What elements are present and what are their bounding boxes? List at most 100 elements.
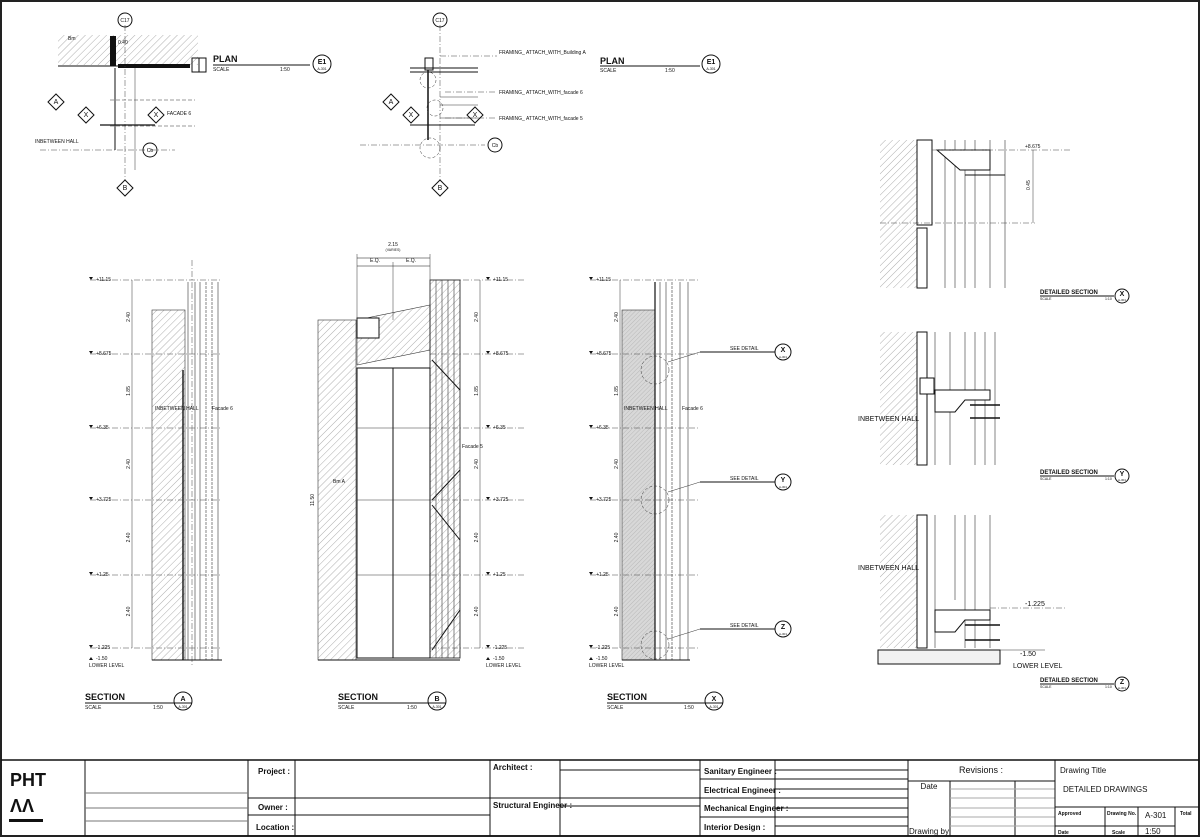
scale-label: Scale [1112, 830, 1125, 836]
room-label: INBETWEEN HALL [624, 406, 668, 412]
room-label: INBETWEEN HALL [858, 416, 919, 423]
section-marker-x: X [147, 106, 165, 124]
level-marker-icon [486, 425, 490, 428]
dimension-label: 2.40 [126, 459, 132, 469]
sheet-ref: A-301 [1118, 686, 1126, 690]
sanitary-engineer-label: Sanitary Engineer : [704, 767, 777, 776]
level-label: -1.225 [493, 645, 507, 651]
detail-title: DETAILED SECTION [1040, 678, 1098, 684]
facade-label: Facade 6 [212, 406, 233, 412]
section-b: 2.15 (VARIES) E.Q. E.Q. 11.50 Bm A Facad… [310, 242, 483, 661]
level-marker-icon [589, 497, 593, 500]
scale-label: SCALE [1040, 297, 1052, 301]
level-name: LOWER LEVEL [486, 663, 522, 669]
top-dimension: 2.15 [388, 242, 398, 248]
top-dimension-note: (VARIES) [386, 248, 401, 252]
level-name: LOWER LEVEL [89, 663, 125, 669]
revisions-label: Revisions : [959, 765, 1003, 775]
level-label: +6.35 [96, 425, 109, 431]
level-marker-icon [89, 277, 93, 280]
leader-line [667, 351, 701, 363]
level-marker-icon [89, 572, 93, 575]
see-detail-label: SEE DETAIL [730, 476, 759, 482]
plan-room-label: INBETWEEN HALL [35, 139, 79, 145]
date-label: Date [921, 782, 938, 791]
level-marker-icon [589, 277, 593, 280]
level-label: +8.675 [493, 351, 509, 357]
plan-bm-label: Bm [68, 36, 76, 42]
svg-text:X: X [473, 112, 478, 119]
level-label: +11.15 [96, 277, 111, 283]
sheet-ref: A-301 [779, 632, 787, 636]
svg-text:A: A [54, 99, 59, 106]
detail-y: INBETWEEN HALL [858, 331, 1000, 466]
scale-value: 1:50 [280, 67, 290, 73]
level-marker-icon [589, 572, 593, 575]
level-label: -1.50 [596, 656, 608, 662]
eq-dimension: E.Q. [370, 258, 380, 264]
level-marker-icon [589, 425, 593, 428]
level-marker-icon [486, 657, 490, 660]
detail-bubble [1114, 468, 1130, 484]
total-label: Total [1180, 811, 1192, 817]
level-marker-icon [486, 645, 490, 648]
plan-dim: 0.40 [118, 40, 128, 46]
bm-label: Bm A [333, 479, 346, 485]
plan-facade-label: FACADE 6 [167, 111, 191, 117]
level-label: +3.725 [96, 497, 112, 503]
grid-label-cb: Cb [147, 148, 154, 154]
level-label: +3.725 [596, 497, 612, 503]
section-x: INBETWEEN HALL Facade 6 [621, 282, 703, 661]
project-label: Project : [258, 767, 290, 776]
mechanical-engineer-label: Mechanical Engineer : [704, 804, 788, 813]
framing-callout: FRAMING_ ATTACH_WITH_Building A [499, 50, 586, 56]
detail-title: DETAILED SECTION [1040, 290, 1098, 296]
grid-label-c17: C17 [435, 18, 444, 24]
leader-line [667, 481, 701, 493]
level-label: +1.25 [96, 572, 109, 578]
section-marker-a: A [47, 93, 65, 111]
level-label: +1.25 [493, 572, 506, 578]
svg-text:X: X [154, 112, 159, 119]
svg-text:X: X [84, 112, 89, 119]
section-title: SECTION [338, 692, 378, 702]
level-label: -1.50 [493, 656, 505, 662]
section-bubble-label: B [434, 696, 439, 703]
detail-bubble-label: Z [781, 624, 786, 631]
level-name: LOWER LEVEL [1013, 663, 1063, 670]
facade-label: Facade 6 [682, 406, 703, 412]
structural-engineer-label: Structural Engineer : [493, 801, 572, 810]
level-marker-icon [89, 497, 93, 500]
level-label: -1.225 [96, 645, 110, 651]
dimension-label: 2.40 [126, 312, 132, 322]
section-title: SECTION [85, 692, 125, 702]
plan-title: PLAN [213, 54, 238, 64]
scale-label: SCALE [1040, 477, 1052, 481]
level-marker-icon [89, 645, 93, 648]
section-marker-b: B [431, 179, 449, 197]
sheet-ref: A-301 [432, 705, 441, 709]
scale-label: SCALE [607, 705, 624, 711]
sheet-ref: A-301 [1118, 298, 1126, 302]
level-label: -1.50 [96, 656, 108, 662]
svg-text:A: A [389, 99, 394, 106]
detail-bubble-label: X [1120, 291, 1125, 298]
dimension-label: 2.40 [614, 606, 620, 616]
grid-label-cb: Cb [492, 143, 499, 149]
plan-bubble: E1 [318, 59, 327, 66]
level-label: +11.15 [596, 277, 611, 283]
dimension-label: 2.40 [614, 312, 620, 322]
plan-2: C17 Cb FRAMING_ ATTACH_WITH_Building A F… [360, 12, 721, 197]
level-label: +8.675 [596, 351, 612, 357]
scale-value: 1:10 [1105, 297, 1112, 301]
scale-value: 1:10 [1105, 477, 1112, 481]
section-bubble [427, 691, 447, 711]
dimension-label: 2.40 [474, 459, 480, 469]
scale-value: 1:50 [153, 705, 163, 711]
level-label: +6.35 [596, 425, 609, 431]
scale-label: SCALE [213, 67, 230, 73]
room-label: INBETWEEN HALL [155, 406, 199, 412]
dimension-label: 2.40 [614, 459, 620, 469]
